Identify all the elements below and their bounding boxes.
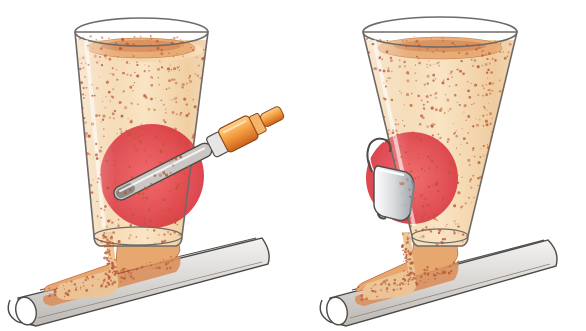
panel-left-insertion-probe (8, 18, 288, 327)
pipe-left (8, 236, 269, 327)
panel-right-clamp-sensor (320, 17, 557, 327)
pipe-right (320, 236, 557, 327)
